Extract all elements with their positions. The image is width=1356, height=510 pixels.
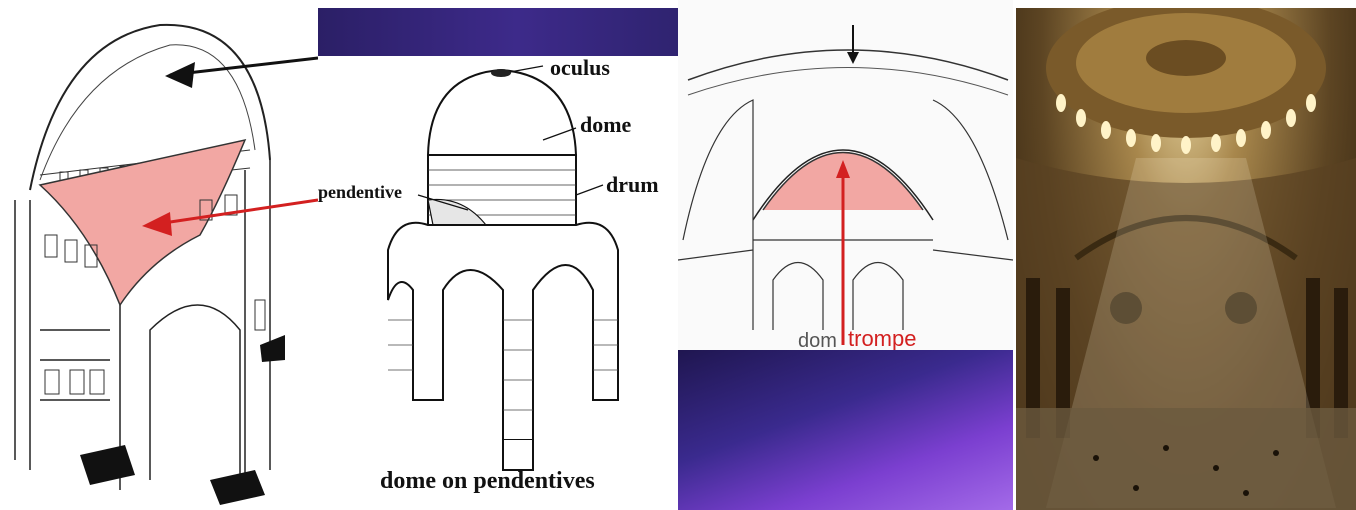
trompe-sketch-panel: dom trompe	[678, 0, 1013, 360]
pendentive-sketch-panel	[0, 0, 318, 510]
label-trompe: trompe	[848, 326, 916, 352]
caption-dome-on-pendentives: dome on pendentives	[380, 468, 595, 495]
label-oculus: oculus	[550, 55, 610, 81]
purple-corner-graphic	[678, 350, 1013, 510]
interior-photo-drawing	[1016, 8, 1356, 510]
dome-on-pendentives-panel: oculus dome drum pendentive dome on pend…	[318, 0, 678, 510]
pendentive-highlight	[40, 140, 245, 305]
pendentive-sketch	[0, 0, 318, 510]
label-drum: drum	[606, 172, 659, 198]
interior-photo	[1016, 8, 1356, 510]
dome-diagram	[318, 0, 678, 510]
trompe-sketch	[678, 0, 1013, 360]
label-dome: dome	[580, 112, 631, 138]
label-pendentive: pendentive	[318, 182, 402, 203]
